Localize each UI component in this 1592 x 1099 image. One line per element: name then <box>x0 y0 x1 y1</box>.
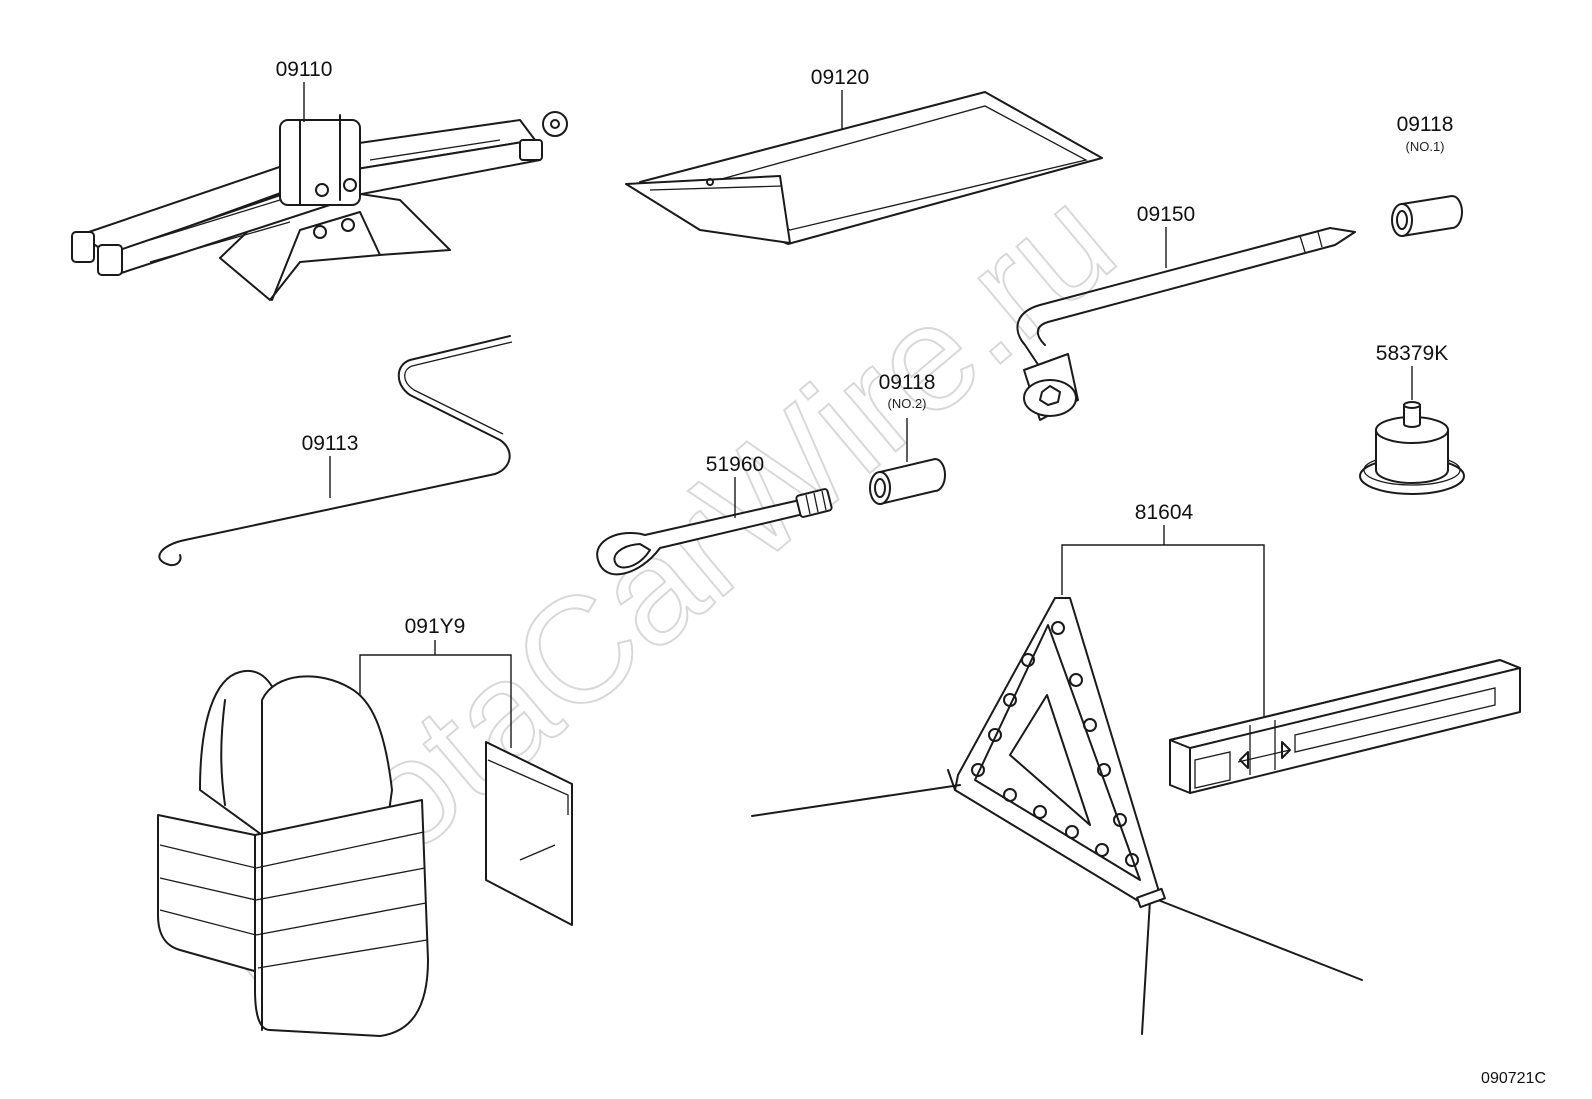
tool-bag-drawing <box>625 91 1103 245</box>
safety-vest-drawing <box>157 669 429 1037</box>
part-label-58379k: 58379K <box>1376 342 1448 365</box>
jack-handle-drawing <box>158 335 513 567</box>
adaptor-no2-drawing <box>869 458 946 505</box>
part-label-091y9: 091Y9 <box>405 615 466 638</box>
towing-eye-drawing <box>596 488 833 576</box>
part-label-09113: 09113 <box>302 432 359 455</box>
triangle-case-drawing <box>1169 659 1521 794</box>
leader-091y9-bracket <box>359 654 512 748</box>
part-label-09110: 09110 <box>276 58 333 81</box>
part-label-09118-no2: 09118 <box>879 371 936 394</box>
part-label-81604: 81604 <box>1135 501 1194 524</box>
leader-81604-bracket <box>1061 544 1265 722</box>
adaptor-no1-drawing <box>1391 195 1463 237</box>
part-note-09118-no1: (NO.1) <box>1406 139 1445 154</box>
wheel-nut-wrench-drawing <box>1016 227 1356 421</box>
part-label-09118-no1: 09118 <box>1397 113 1454 136</box>
plug-58379k-drawing <box>1359 401 1465 495</box>
part-label-51960: 51960 <box>706 453 764 476</box>
scissor-jack-drawing <box>71 111 568 301</box>
part-label-09120: 09120 <box>811 66 869 89</box>
part-label-09150: 09150 <box>1137 203 1195 226</box>
diagram-code: 090721C <box>1481 1070 1546 1087</box>
warning-triangle-drawing <box>751 597 1363 1035</box>
vest-bag-drawing <box>485 741 573 926</box>
part-note-09118-no2: (NO.2) <box>888 396 927 411</box>
